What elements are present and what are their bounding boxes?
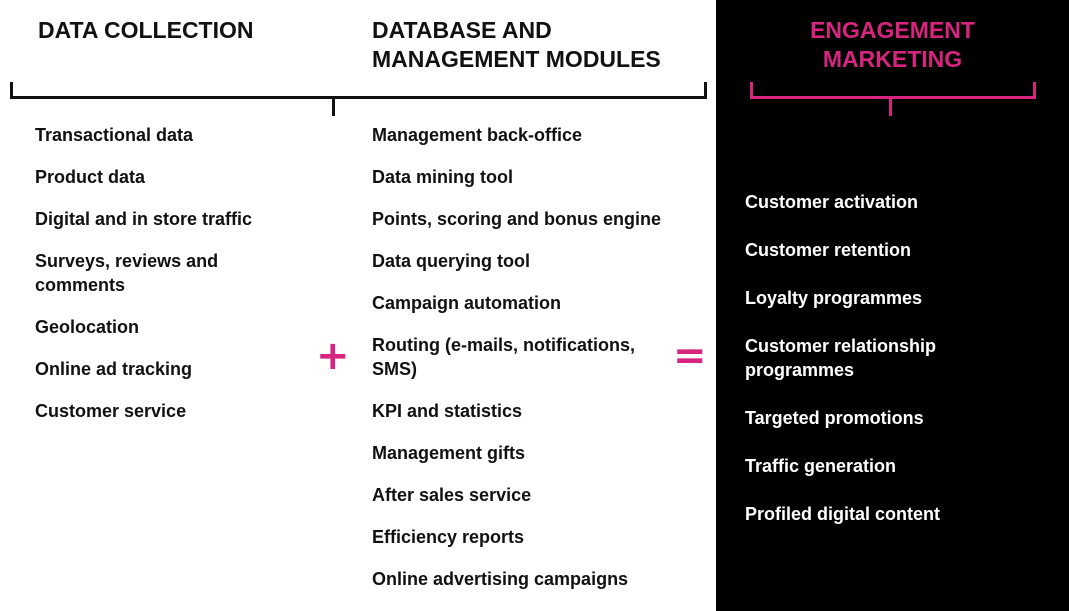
list-item: After sales service bbox=[372, 485, 532, 505]
list-item: Digital and in store traffic bbox=[35, 209, 253, 229]
inputs-bracket bbox=[10, 82, 707, 99]
list-item: Management back-office bbox=[372, 125, 583, 145]
list-item: Product data bbox=[35, 167, 146, 187]
plus-operator: + bbox=[316, 333, 350, 379]
list-item: Points, scoring and bonus engine bbox=[372, 209, 662, 229]
list-item: Geolocation bbox=[35, 317, 140, 337]
list-item: Routing (e-mails, notifications,SMS) bbox=[372, 335, 636, 379]
output-bracket-tick bbox=[889, 99, 892, 116]
list-item: Efficiency reports bbox=[372, 527, 525, 547]
list-item: Profiled digital content bbox=[745, 504, 941, 524]
engagement-panel-background bbox=[716, 0, 1069, 611]
list-item: Customer retention bbox=[745, 240, 912, 260]
list-item: Online advertising campaigns bbox=[372, 569, 629, 589]
list-item: Targeted promotions bbox=[745, 408, 924, 428]
list-item: Customer service bbox=[35, 401, 187, 421]
list-item: Customer activation bbox=[745, 192, 919, 212]
list-item: Campaign automation bbox=[372, 293, 562, 313]
list-item: Loyalty programmes bbox=[745, 288, 923, 308]
list-item: Online ad tracking bbox=[35, 359, 193, 379]
list-item: Traffic generation bbox=[745, 456, 897, 476]
list-item: Transactional data bbox=[35, 125, 194, 145]
list-item: Management gifts bbox=[372, 443, 526, 463]
inputs-bracket-tick bbox=[332, 99, 335, 116]
equals-operator: = bbox=[673, 333, 707, 379]
list-item: KPI and statistics bbox=[372, 401, 523, 421]
output-bracket bbox=[750, 82, 1036, 99]
list-item: Data mining tool bbox=[372, 167, 513, 187]
list-item: Data querying tool bbox=[372, 251, 531, 271]
data-collection-heading: DATA COLLECTION bbox=[38, 17, 254, 43]
